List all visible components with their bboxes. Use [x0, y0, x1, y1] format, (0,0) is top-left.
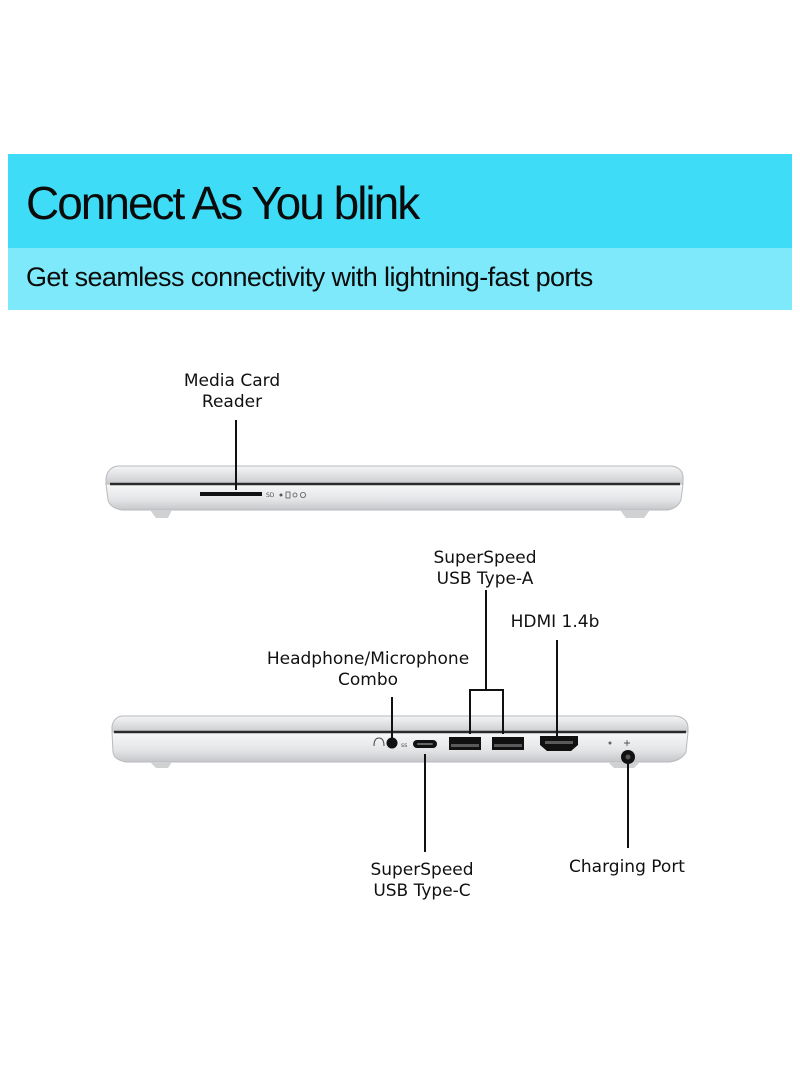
sd-marking: SD — [266, 492, 275, 499]
charging-port — [608, 740, 635, 764]
label-superspeed-usb-c: SuperSpeed USB Type-C — [370, 860, 474, 901]
label-media-card-reader: Media Card Reader — [183, 371, 281, 412]
svg-text:ss: ss — [401, 742, 407, 749]
usb-c-port: ss — [401, 740, 437, 749]
label-hdmi: HDMI 1.4b — [510, 612, 600, 632]
laptop-side-left: SD — [105, 465, 684, 518]
usb-a-port-2 — [492, 737, 524, 750]
banner-headline-band — [8, 154, 792, 248]
banner-subheadline-band — [8, 248, 792, 310]
headline: Connect As You blink — [26, 177, 420, 229]
label-headphone-microphone: Headphone/Microphone Combo — [266, 649, 470, 690]
label-superspeed-usb-a: SuperSpeed USB Type-A — [433, 548, 537, 589]
label-charging-port: Charging Port — [569, 857, 685, 877]
headphone-jack — [373, 737, 398, 749]
usb-a-bracket — [469, 590, 504, 734]
laptop-side-right: ss — [111, 715, 689, 768]
hdmi-port — [540, 736, 578, 751]
media-card-slot — [200, 492, 262, 496]
subheadline: Get seamless connectivity with lightning… — [26, 262, 593, 292]
usb-a-port-1 — [449, 737, 481, 750]
